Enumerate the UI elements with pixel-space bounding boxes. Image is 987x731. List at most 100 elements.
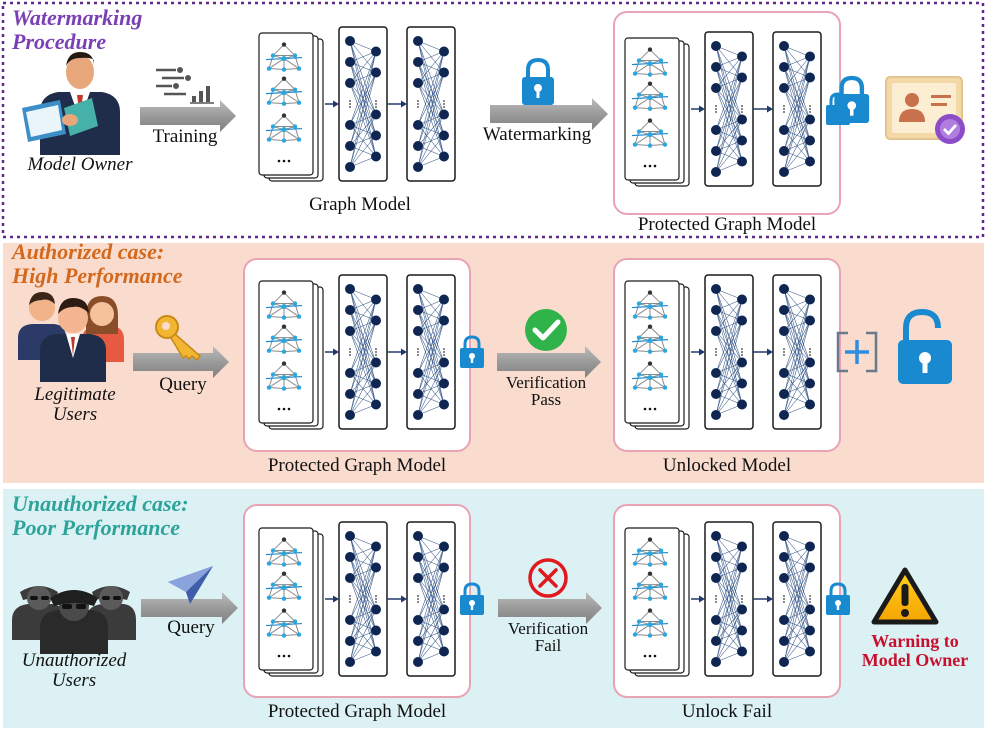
graph-node <box>266 66 272 71</box>
nn-connection <box>715 546 743 621</box>
graph-node <box>632 142 638 147</box>
verification-fail-line1: Verification <box>507 619 589 638</box>
nn-neuron <box>371 294 381 305</box>
nn-connection <box>417 609 445 642</box>
graph-node <box>266 314 272 319</box>
nn-connection <box>349 51 377 126</box>
nn-neuron <box>345 162 355 172</box>
nn-neuron <box>371 625 381 636</box>
nn-ellipsis-dot <box>443 103 445 105</box>
nn-ellipsis-dot <box>809 354 811 356</box>
nn-ellipsis-dot <box>741 598 743 600</box>
graph-node <box>281 90 287 96</box>
graph-edge <box>272 78 285 90</box>
nn-ellipsis-dot <box>715 598 717 600</box>
nn-connection <box>417 51 445 126</box>
graph-node <box>636 301 642 306</box>
lock-keyhole <box>470 357 474 363</box>
nn-neuron <box>779 552 789 562</box>
nn-neuron <box>413 552 423 562</box>
lock-keyhole <box>850 107 854 116</box>
nn-connection <box>349 609 377 663</box>
graph-node <box>292 372 298 377</box>
nn-connection <box>783 299 811 374</box>
graph-edge <box>638 610 651 622</box>
graph-node <box>281 290 287 295</box>
nn-neuron <box>371 67 381 78</box>
graph-node <box>296 385 302 390</box>
graph-ellipsis-dot <box>653 164 657 168</box>
nn-neuron <box>779 125 789 135</box>
nn-ellipsis-dot <box>443 354 445 356</box>
graph-edge <box>649 134 666 145</box>
graph-node <box>647 324 653 329</box>
nn-neuron <box>711 573 721 583</box>
nn-ellipsis-dot <box>417 595 419 597</box>
warning-message-line1: Warning to <box>871 631 959 651</box>
graph-node <box>662 632 668 637</box>
nn-neuron <box>345 305 355 315</box>
verification-fail-label: Verification Fail <box>488 620 608 654</box>
graph-edge <box>649 326 662 338</box>
nn-neuron <box>779 305 789 315</box>
graph-edge <box>634 63 651 74</box>
graph-edge <box>638 292 651 304</box>
graph-edge <box>268 563 285 566</box>
graph-ellipsis-dot <box>277 159 281 163</box>
graph-edge <box>272 292 285 304</box>
nn-ellipsis-dot <box>715 105 717 107</box>
nn-connection <box>783 362 811 395</box>
watermark-title-line2: Procedure <box>12 29 107 54</box>
nn-neuron <box>779 368 789 378</box>
nn-neuron <box>737 156 747 167</box>
authorized-title-line1: Authorized case: <box>12 239 165 264</box>
nn-connection <box>417 362 445 395</box>
graph-node <box>281 608 287 613</box>
nn-neuron <box>345 326 355 336</box>
nn-connection <box>417 299 445 395</box>
nn-neuron <box>805 625 815 636</box>
graph-model <box>624 521 850 677</box>
graph-edge <box>268 634 285 637</box>
query-label: Query <box>159 374 207 395</box>
nn-ellipsis-dot <box>783 601 785 603</box>
nn-neuron <box>805 72 815 83</box>
unauthorized-users-label-line2: Users <box>51 670 97 691</box>
nn-connection <box>715 56 743 152</box>
spy-users-icon <box>12 586 136 654</box>
protected-graph-model-label: Protected Graph Model <box>267 455 447 476</box>
graph-edge <box>272 363 285 375</box>
nn-neuron <box>345 141 355 151</box>
graph-node <box>636 92 642 97</box>
nn-ellipsis-dot <box>375 354 377 356</box>
graph-node <box>647 315 653 320</box>
graph-edge <box>634 107 651 110</box>
nn-connection <box>417 135 445 168</box>
unauthorized-users-label-line1: Unauthorized <box>21 650 127 671</box>
nn-ellipsis-dot <box>741 108 743 110</box>
nn-ellipsis-dot <box>417 100 419 102</box>
nn-connection <box>417 383 445 416</box>
graph-node <box>658 372 664 377</box>
graph-edge <box>283 587 300 599</box>
nn-connection <box>417 362 445 416</box>
graph-edge <box>634 621 640 635</box>
graph-edge <box>649 63 666 74</box>
nn-neuron <box>779 62 789 72</box>
graph-node <box>647 106 653 111</box>
nn-connection <box>715 77 743 173</box>
nn-neuron <box>805 562 815 573</box>
graph-node <box>662 105 668 110</box>
graph-node <box>266 137 272 142</box>
data-chart-icon <box>156 67 214 104</box>
key-icon <box>155 315 202 362</box>
nn-ellipsis-dot <box>443 595 445 597</box>
nn-neuron <box>737 399 747 410</box>
nn-connection <box>783 119 811 152</box>
graph-node <box>647 118 653 123</box>
nn-connection <box>715 383 743 416</box>
graph-node <box>270 619 276 624</box>
graph-edge <box>283 316 300 319</box>
nn-neuron <box>413 284 423 294</box>
